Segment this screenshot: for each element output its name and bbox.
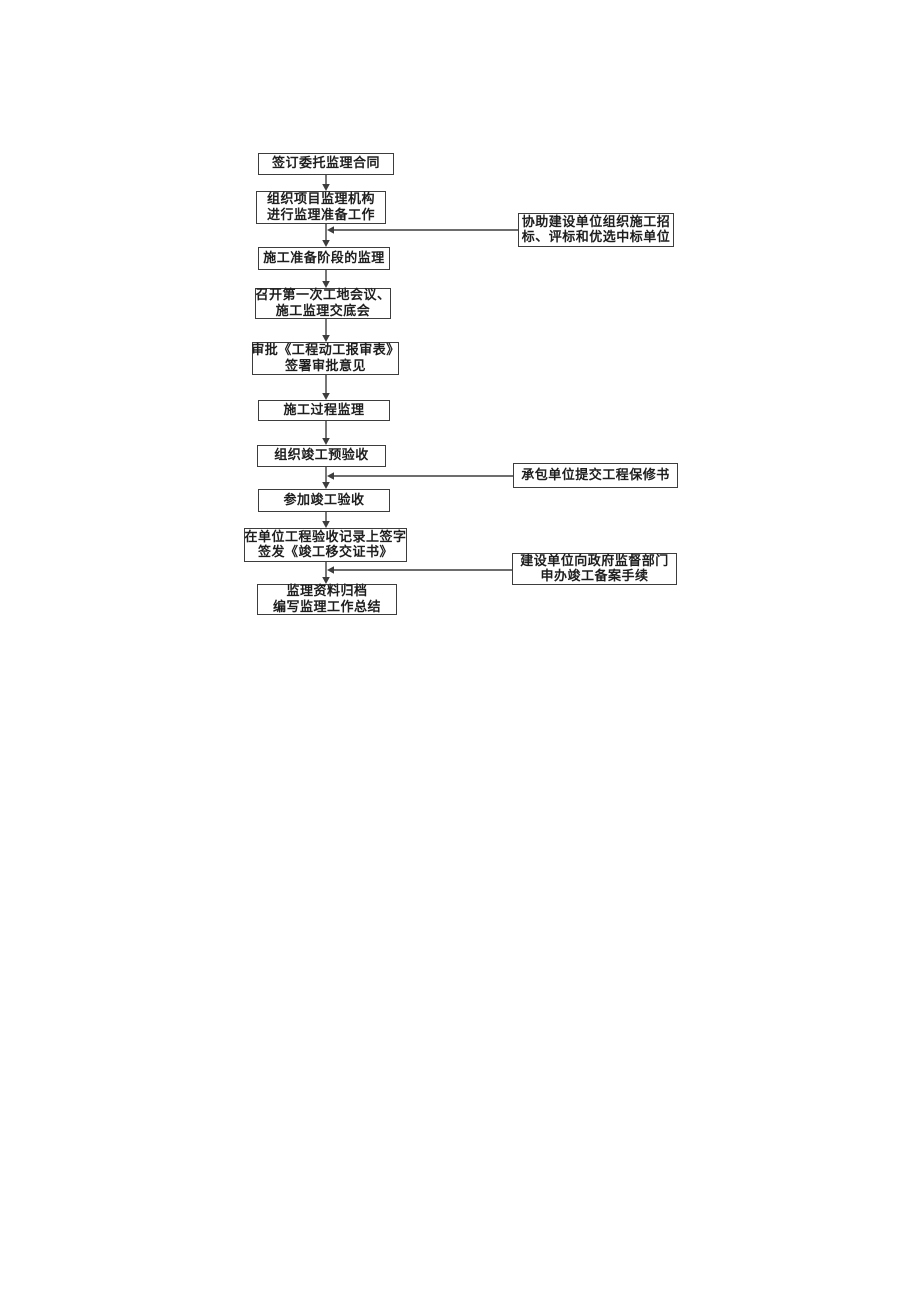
- arrow-left-icon: [327, 226, 334, 234]
- flow-node-construction-preparation-stage: 施工准备阶段的监理: [258, 247, 390, 270]
- flow-node-line: 组织竣工预验收: [274, 448, 369, 464]
- arrow-left-icon: [327, 472, 334, 480]
- flow-node-approve-commencement-form: 审批《工程动工报审表》 签署审批意见: [251, 342, 400, 375]
- flow-node-line: 参加竣工验收: [283, 492, 365, 508]
- flow-node-line: 签发《竣工移交证书》: [257, 545, 393, 560]
- arrow-down-icon: [322, 281, 330, 288]
- arrow-down-icon: [322, 577, 330, 584]
- flow-node-sign-supervision-contract: 签订委托监理合同: [258, 153, 394, 175]
- flow-node-sign-acceptance-record: 在单位工程验收记录上签字 签发《竣工移交证书》: [244, 528, 407, 562]
- flow-node-line: 召开第一次工地会议、: [255, 288, 391, 303]
- flow-node-completion-filing: 建设单位向政府监督部门 申办竣工备案手续: [512, 553, 677, 585]
- flow-node-line: 建设单位向政府监督部门: [520, 553, 669, 569]
- flow-node-construction-process-supervision: 施工过程监理: [258, 400, 390, 421]
- flow-node-line: 施工监理交底会: [275, 303, 371, 319]
- flow-node-line: 申办竣工备案手续: [540, 569, 649, 584]
- flow-node-line: 进行监理准备工作: [266, 207, 375, 223]
- flow-node-line: 编写监理工作总结: [272, 599, 381, 615]
- arrow-left-icon: [327, 566, 334, 574]
- flow-node-line: 协助建设单位组织施工招: [521, 214, 671, 230]
- flow-node-attend-completion-acceptance: 参加竣工验收: [258, 489, 390, 512]
- flow-node-line: 审批《工程动工报审表》: [251, 343, 400, 358]
- flow-node-organize-pre-acceptance: 组织竣工预验收: [257, 445, 386, 467]
- flow-node-first-site-meeting: 召开第一次工地会议、 施工监理交底会: [255, 288, 391, 319]
- flow-node-line: 组织项目监理机构: [266, 192, 375, 207]
- flow-node-contractor-warranty: 承包单位提交工程保修书: [513, 463, 678, 488]
- arrow-down-icon: [322, 393, 330, 400]
- flow-node-line: 标、评标和优选中标单位: [521, 230, 671, 245]
- flow-node-assist-bidding: 协助建设单位组织施工招 标、评标和优选中标单位: [518, 213, 674, 247]
- arrow-down-icon: [322, 335, 330, 342]
- arrow-down-icon: [322, 438, 330, 445]
- flow-node-line: 签订委托监理合同: [271, 156, 380, 172]
- arrow-down-icon: [322, 184, 330, 191]
- flow-node-archive-and-summary: 监理资料归档 编写监理工作总结: [257, 584, 397, 615]
- flow-node-line: 施工过程监理: [283, 402, 365, 418]
- flow-node-line: 监理资料归档: [286, 584, 368, 599]
- arrow-down-icon: [322, 482, 330, 489]
- flow-node-line: 承包单位提交工程保修书: [521, 467, 670, 483]
- flow-node-line: 签署审批意见: [284, 358, 366, 374]
- flow-node-line: 在单位工程验收记录上签字: [244, 529, 407, 545]
- arrow-down-icon: [322, 521, 330, 528]
- flow-node-line: 施工准备阶段的监理: [263, 250, 385, 266]
- flow-node-setup-supervision-organization: 组织项目监理机构 进行监理准备工作: [256, 191, 386, 224]
- arrow-down-icon: [322, 240, 330, 247]
